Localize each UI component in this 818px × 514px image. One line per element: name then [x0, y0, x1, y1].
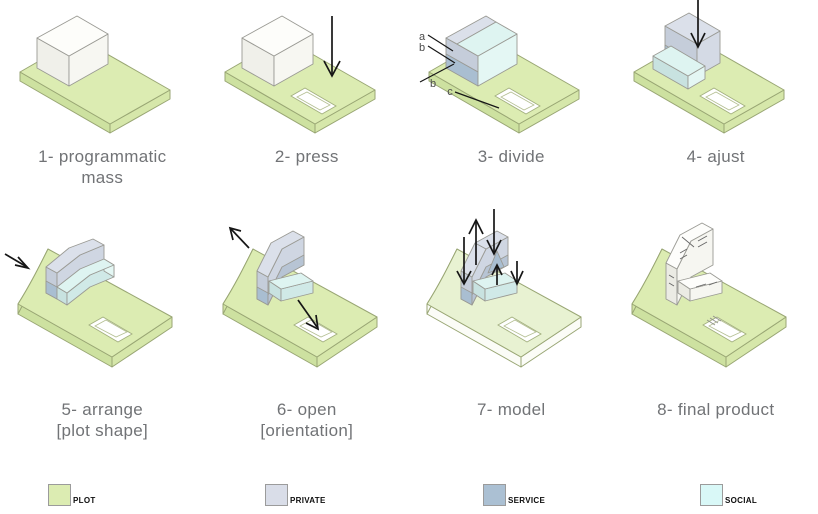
divide-label-b-lower: b [430, 78, 436, 90]
row-2: 5- arrange [plot shape] [0, 207, 818, 441]
row-1: 1- programmatic mass 2- pres [0, 0, 818, 188]
step-7-caption: 7- model [409, 399, 614, 420]
step-7-caption-line1: 7- model [476, 400, 546, 419]
step-5-caption-line1: 5- arrange [61, 400, 143, 419]
step-6-caption: 6- open [orientation] [205, 399, 410, 441]
step-3-caption: 3- divide [409, 146, 614, 167]
step-1-caption-line1: 1- programmatic [38, 147, 167, 166]
step-1-panel: 1- programmatic mass [0, 0, 205, 188]
service-swatch [483, 484, 506, 506]
step-8-diagram [631, 222, 787, 368]
step-7-diagram [426, 209, 582, 368]
private-swatch [265, 484, 288, 506]
step-6-diagram [222, 226, 378, 368]
step-4-panel: 4- ajust [614, 0, 818, 188]
step-4-caption-line1: 4- ajust [686, 147, 745, 166]
step-2-diagram [224, 15, 376, 134]
step-5-caption-line2: [plot shape] [56, 421, 148, 440]
step-6-caption-line2: [orientation] [260, 421, 354, 440]
step-2-panel: 2- press [205, 0, 410, 188]
divide-label-a: a [419, 31, 426, 43]
press-arrow [323, 16, 341, 78]
facade-details [668, 235, 717, 288]
step-5-diagram [4, 238, 173, 368]
step-8-caption: 8- final product [614, 399, 818, 420]
step-3-caption-line1: 3- divide [477, 147, 545, 166]
step-8-panel: 8- final product [614, 207, 818, 441]
private-label: PRIVATE [290, 496, 326, 505]
social-label: SOCIAL [725, 496, 758, 505]
open-arrow-down [297, 299, 319, 331]
step-6-panel: 6- open [orientation] [205, 207, 410, 441]
legend-item-private: PRIVATE [265, 484, 326, 506]
divide-leader-lines [419, 34, 500, 109]
step-1-caption: 1- programmatic mass [0, 146, 205, 188]
social-swatch [700, 484, 723, 506]
legend-item-social: SOCIAL [700, 484, 757, 506]
step-8-caption-line1: 8- final product [657, 400, 775, 419]
service-label: SERVICE [508, 496, 546, 505]
arrange-arrow [4, 253, 31, 270]
legend-item-plot: PLOT [48, 484, 96, 506]
plot-label: PLOT [73, 496, 96, 505]
divide-label-c: c [448, 86, 454, 98]
model-arrows [456, 209, 525, 287]
divide-label-b-upper: b [419, 42, 425, 54]
step-2-caption: 2- press [205, 146, 410, 167]
open-arrow-up [228, 226, 250, 249]
step-7-panel: 7- model [409, 207, 614, 441]
step-4-diagram [633, 0, 785, 134]
step-5-caption: 5- arrange [plot shape] [0, 399, 205, 441]
step-1-caption-line2: mass [81, 168, 124, 187]
step-4-caption: 4- ajust [614, 146, 818, 167]
step-1-diagram [19, 15, 171, 134]
adjust-arrow [689, 0, 706, 49]
step-6-caption-line1: 6- open [276, 400, 337, 419]
legend-item-service: SERVICE [483, 484, 545, 506]
step-2-caption-line1: 2- press [274, 147, 339, 166]
step-5-panel: 5- arrange [plot shape] [0, 207, 205, 441]
step-3-panel: a b b c 3- divide [409, 0, 614, 188]
step-3-diagram: a b b c [419, 15, 580, 134]
plot-swatch [48, 484, 71, 506]
